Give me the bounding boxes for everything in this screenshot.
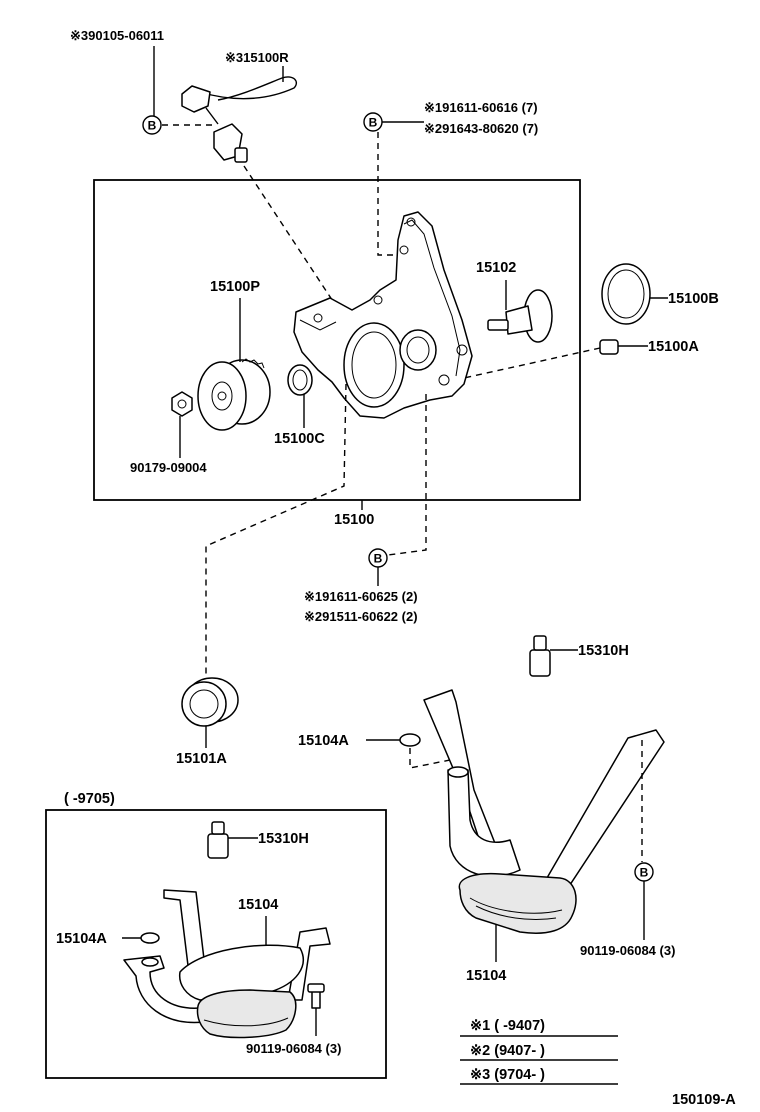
label-bolts-low-2: ※291511-60622 (2) (304, 609, 418, 624)
label-15100: 15100 (334, 512, 374, 528)
label-15102: 15102 (476, 260, 516, 276)
footnote-3: ※3 (9704- ) (470, 1067, 545, 1083)
nut (171, 391, 193, 417)
badge-b-icon (142, 115, 162, 135)
oil-seal-front (181, 677, 239, 727)
label-bolts-low-1: ※191611-60625 (2) (304, 589, 418, 604)
gasket-main (399, 733, 421, 747)
label-15104-main: 15104 (466, 968, 506, 984)
badge-b-text: B (640, 866, 649, 880)
label-15100A: 15100A (648, 339, 699, 355)
figure-id: 150109-A (672, 1092, 736, 1108)
label-15100B: 15100B (668, 291, 719, 307)
footnote-2: ※2 (9407- ) (470, 1043, 545, 1059)
label-inset-period: ( -9705) (64, 791, 115, 807)
drive-gear (197, 358, 271, 431)
label-bolt-main: 90119-06084 (3) (580, 943, 675, 958)
label-15100C: 15100C (274, 431, 325, 447)
oil-seal-small (287, 364, 313, 396)
label-15101A: 15101A (176, 751, 227, 767)
label-15310H-inset: 15310H (258, 831, 309, 847)
label-bolt-inset: 90119-06084 (3) (246, 1041, 341, 1056)
gasket-inset (140, 932, 160, 944)
oil-pump-body (293, 211, 473, 419)
pressure-plug-inset (207, 821, 229, 859)
label-15104-inset: 15104 (238, 897, 278, 913)
o-ring (601, 263, 651, 325)
plug (599, 339, 619, 355)
inset-frame (45, 809, 387, 1079)
label-15100P: 15100P (210, 279, 260, 295)
label-nut: 90179-09004 (130, 460, 207, 475)
label-bolts-top-2: ※291643-80620 (7) (424, 121, 538, 136)
badge-b-text: B (369, 116, 378, 130)
oil-strainer-main (423, 689, 665, 934)
pressure-plug-main (529, 635, 551, 677)
crank-position-sensor (181, 76, 298, 163)
footnote-1: ※1 ( -9407) (470, 1018, 545, 1034)
label-sensor-sub: ※315100R (225, 50, 289, 65)
label-bolts-top-1: ※191611-60616 (7) (424, 100, 538, 115)
relief-valve (487, 289, 553, 343)
label-sensor-pn: ※390105-06011 (70, 28, 164, 43)
assembly-frame (93, 179, 581, 501)
oil-strainer-inset (123, 889, 331, 1039)
footnote-table: ※1 ( -9407) ※2 (9407- ) ※3 (9704- ) (460, 1018, 618, 1085)
label-15104A-main: 15104A (298, 733, 349, 749)
label-15310H-main: 15310H (578, 643, 629, 659)
badge-b-text: B (148, 119, 157, 133)
badge-b-text: B (374, 552, 383, 566)
label-15104A-inset: 15104A (56, 931, 107, 947)
